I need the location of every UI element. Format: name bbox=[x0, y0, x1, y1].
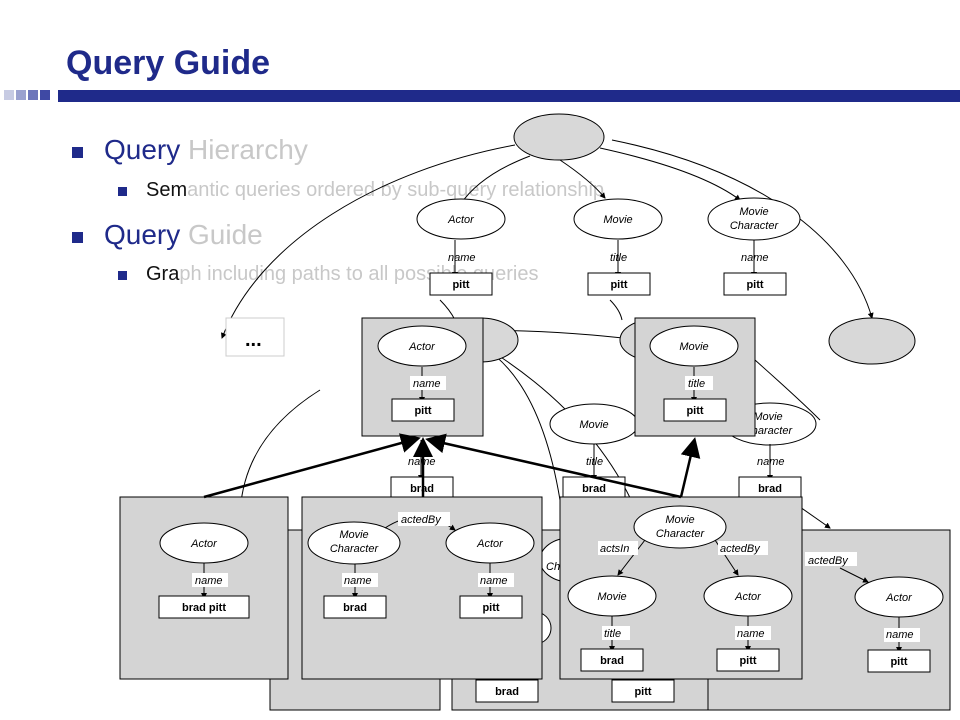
bg-query-movie-brad: Movie title brad bbox=[549, 403, 639, 500]
svg-text:actedBy: actedBy bbox=[808, 555, 849, 567]
svg-text:name: name bbox=[886, 629, 914, 641]
svg-text:Movie: Movie bbox=[339, 529, 368, 541]
svg-text:pitt: pitt bbox=[610, 279, 627, 291]
svg-text:brad: brad bbox=[582, 483, 606, 495]
svg-text:brad: brad bbox=[758, 483, 782, 495]
mid-query-movie-pitt: Movie title pitt bbox=[634, 317, 756, 437]
svg-text:name: name bbox=[480, 575, 508, 587]
svg-text:Character: Character bbox=[730, 220, 780, 232]
bullet-marker bbox=[118, 271, 127, 280]
svg-text:name: name bbox=[413, 378, 441, 390]
svg-text:title: title bbox=[610, 252, 627, 264]
svg-text:title: title bbox=[688, 378, 705, 390]
svg-text:Actor: Actor bbox=[885, 592, 913, 604]
svg-text:Movie: Movie bbox=[665, 514, 694, 526]
svg-text:Movie: Movie bbox=[753, 411, 782, 423]
top-query-movie: Movie title pitt bbox=[573, 198, 663, 296]
svg-text:Movie: Movie bbox=[739, 206, 768, 218]
svg-text:brad: brad bbox=[495, 686, 519, 698]
bullet-query-hierarchy: Query Hierarchy bbox=[104, 134, 308, 165]
root-node bbox=[513, 113, 605, 161]
svg-text:brad pitt: brad pitt bbox=[182, 602, 226, 614]
svg-text:Character: Character bbox=[656, 528, 706, 540]
svg-text:pitt: pitt bbox=[890, 656, 907, 668]
svg-text:Movie: Movie bbox=[579, 419, 608, 431]
svg-text:Character: Character bbox=[744, 425, 794, 437]
svg-text:Actor: Actor bbox=[447, 214, 475, 226]
subquery-arrows bbox=[203, 433, 701, 499]
bullet-marker bbox=[72, 232, 83, 243]
svg-text:Actor: Actor bbox=[408, 341, 436, 353]
svg-text:actedBy: actedBy bbox=[401, 514, 442, 526]
svg-text:actedBy: actedBy bbox=[720, 543, 761, 555]
svg-text:pitt: pitt bbox=[686, 405, 703, 417]
hierarchy-edges bbox=[221, 139, 874, 529]
svg-text:pitt: pitt bbox=[482, 602, 499, 614]
svg-text:name: name bbox=[344, 575, 372, 587]
svg-text:title: title bbox=[586, 456, 603, 468]
slide-title: Query Guide bbox=[66, 44, 271, 82]
svg-text:Movie: Movie bbox=[679, 341, 708, 353]
svg-text:Ch: Ch bbox=[546, 561, 560, 573]
svg-text:brad: brad bbox=[343, 602, 367, 614]
ellipsis-box bbox=[225, 317, 285, 357]
svg-text:Movie: Movie bbox=[597, 591, 626, 603]
svg-text:Character: Character bbox=[330, 543, 380, 555]
bottom-query-actor-brad-pitt: Actor name brad pitt bbox=[119, 496, 289, 680]
svg-text:pitt: pitt bbox=[746, 279, 763, 291]
svg-text:brad: brad bbox=[600, 655, 624, 667]
top-query-movie-character: Movie Character name pitt bbox=[707, 197, 801, 296]
svg-text:name: name bbox=[737, 628, 765, 640]
svg-text:pitt: pitt bbox=[634, 686, 651, 698]
svg-text:actsIn: actsIn bbox=[600, 543, 629, 555]
bullet-query-guide: Query Guide bbox=[104, 219, 263, 250]
svg-text:name: name bbox=[741, 252, 769, 264]
bullet-semantic-queries: Semantic queries ordered by sub-query re… bbox=[146, 179, 605, 201]
ellipsis-text: ... bbox=[245, 329, 262, 351]
svg-text:pitt: pitt bbox=[414, 405, 431, 417]
svg-text:pitt: pitt bbox=[739, 655, 756, 667]
svg-text:Movie: Movie bbox=[603, 214, 632, 226]
bullet-marker bbox=[72, 147, 83, 158]
bullet-marker bbox=[118, 187, 127, 196]
mid-query-actor-pitt: Actor name pitt bbox=[361, 317, 484, 437]
bottom-query-character-actsin-actedby: Movie Character actsIn actedBy Movie Act… bbox=[559, 496, 803, 680]
svg-text:Actor: Actor bbox=[734, 591, 762, 603]
svg-text:name: name bbox=[448, 252, 476, 264]
svg-text:title: title bbox=[604, 628, 621, 640]
svg-text:name: name bbox=[757, 456, 785, 468]
title-rule bbox=[58, 90, 960, 102]
svg-text:Actor: Actor bbox=[190, 538, 218, 550]
svg-text:Actor: Actor bbox=[476, 538, 504, 550]
svg-text:name: name bbox=[195, 575, 223, 587]
mid-node-right bbox=[828, 317, 916, 365]
top-query-actor: Actor name pitt bbox=[416, 198, 506, 296]
bottom-query-character-actedby-actor: Movie Character Actor actedBy name brad … bbox=[301, 496, 543, 680]
svg-text:pitt: pitt bbox=[452, 279, 469, 291]
